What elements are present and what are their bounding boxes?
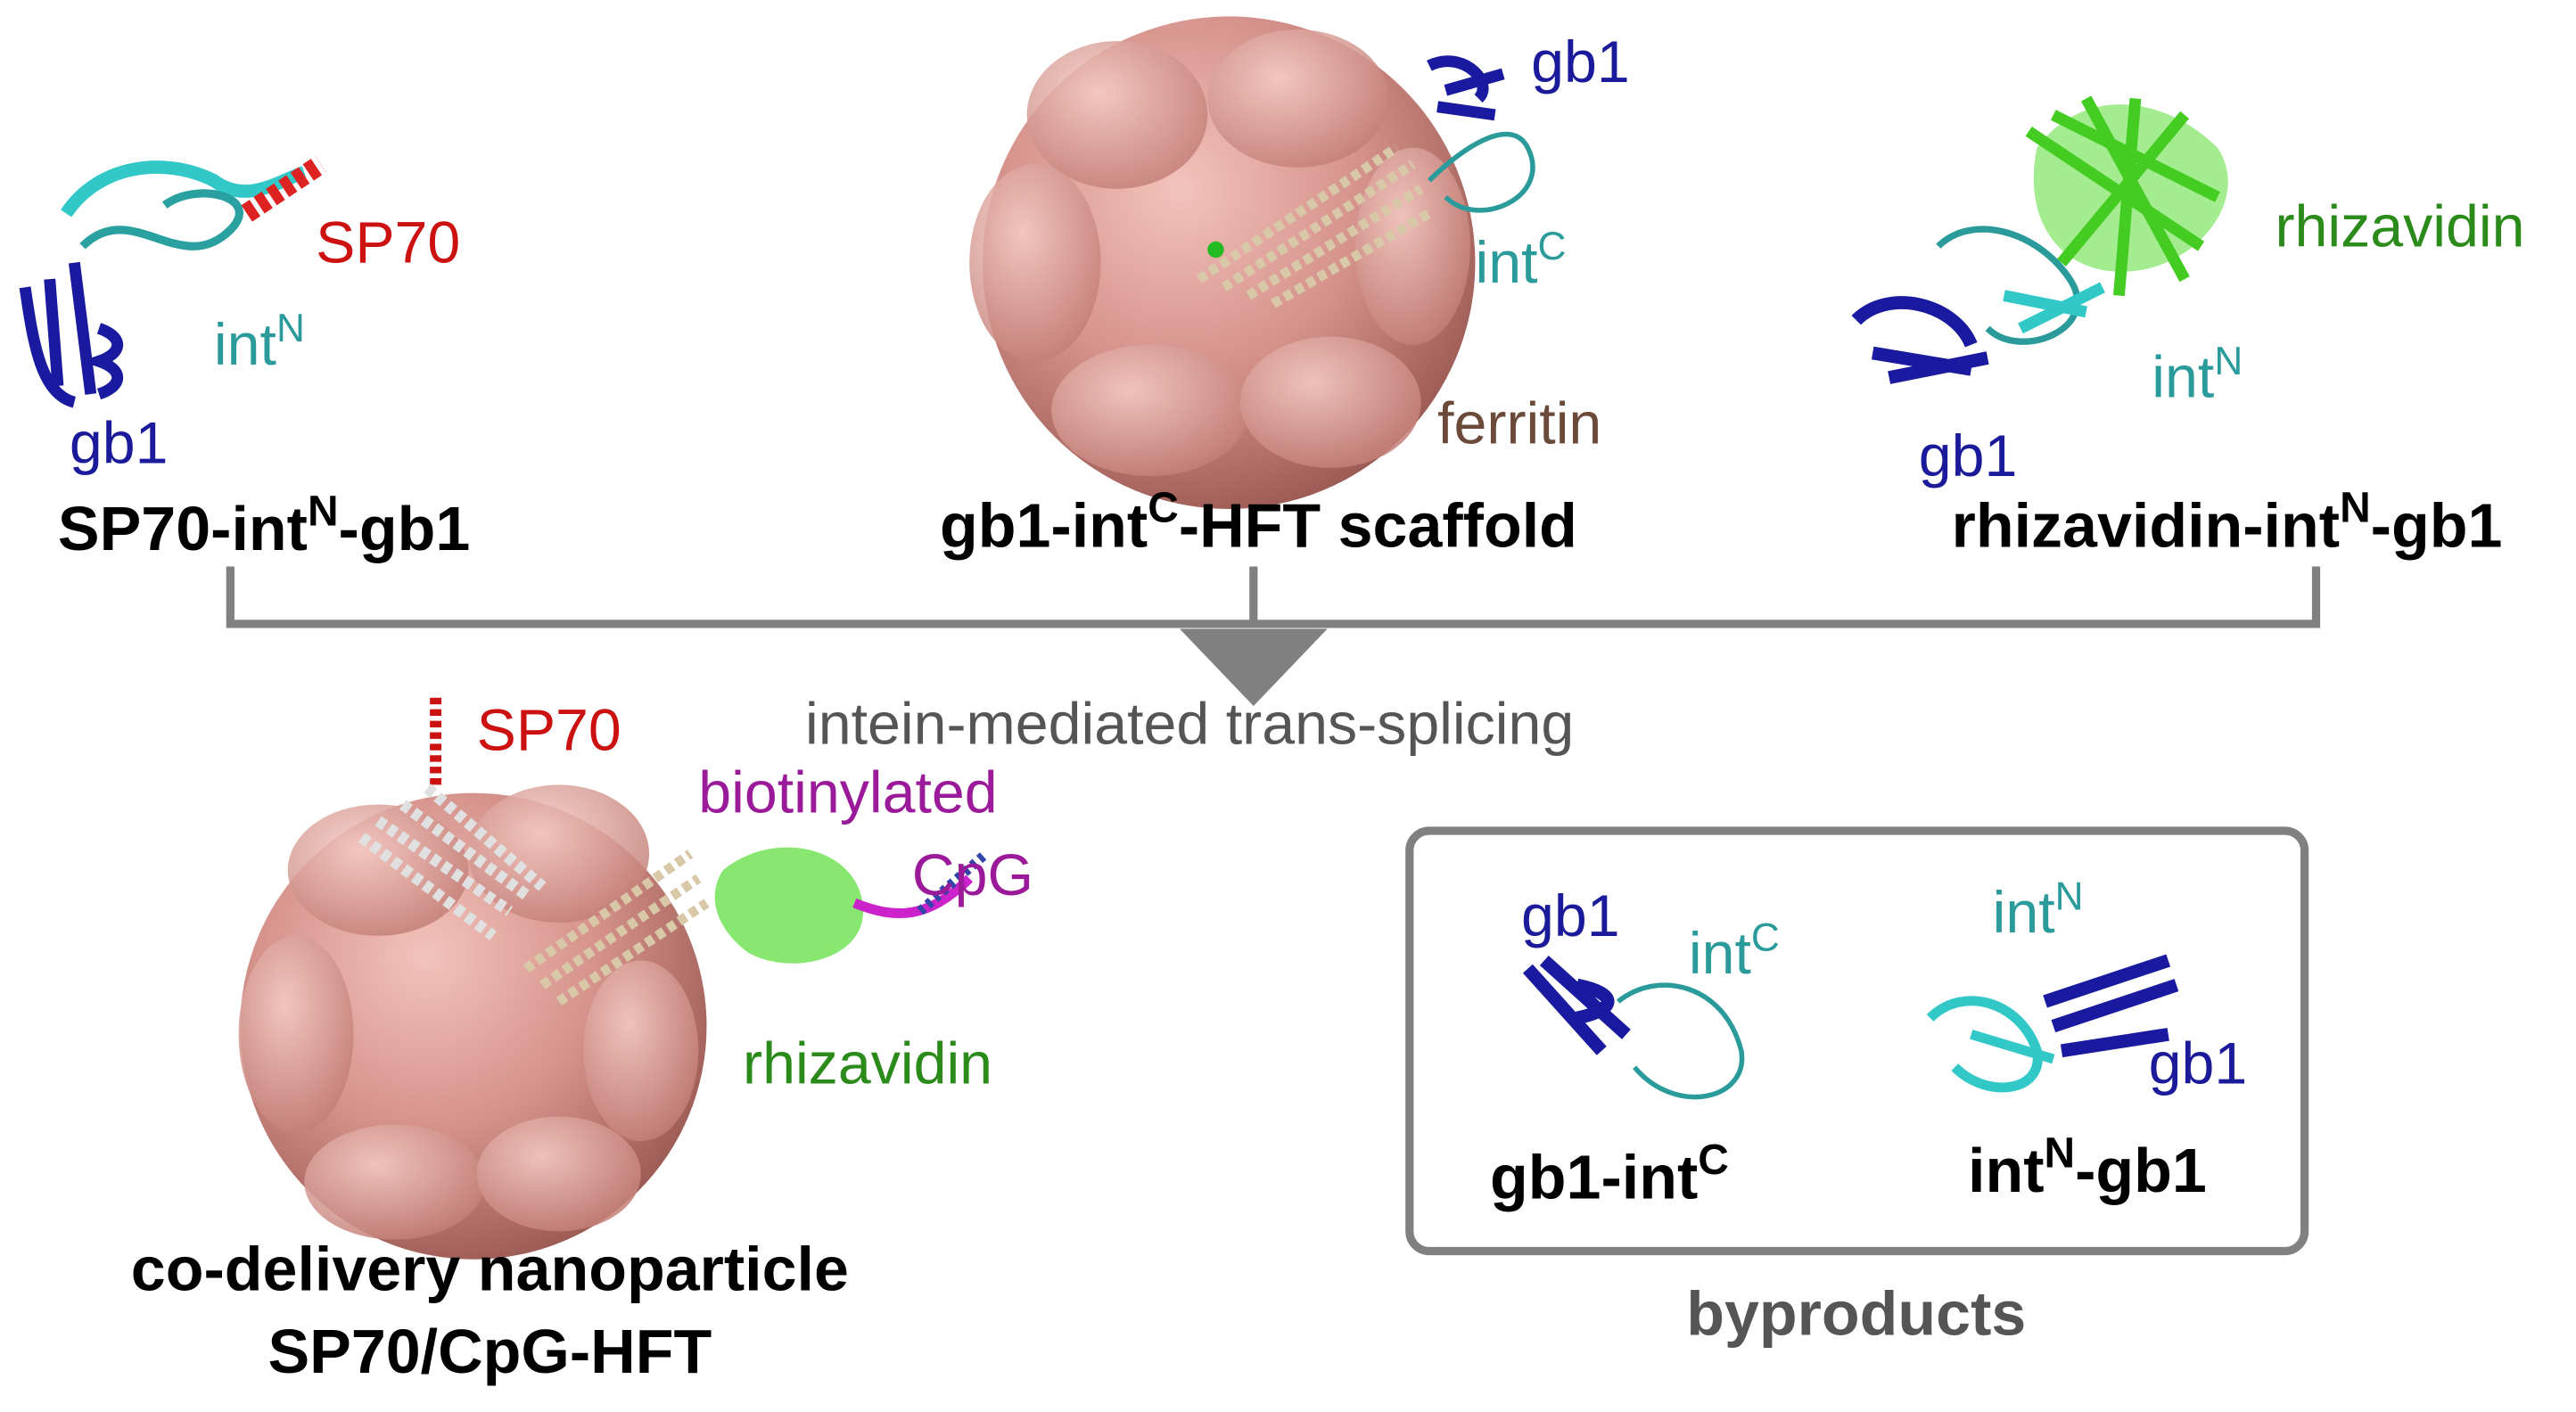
cpg-dna xyxy=(852,874,974,919)
scaffold-gb1-label: gb1 xyxy=(1531,29,1630,95)
product-title-line1: co-delivery nanoparticle xyxy=(131,1235,849,1304)
byproduct1-gb1-label: gb1 xyxy=(1521,883,1620,949)
intein-n-ribbon xyxy=(61,160,307,218)
byproducts-box xyxy=(1405,826,2309,1256)
gb1-intc-structure xyxy=(1522,956,1745,1100)
ferritin-label: ferritin xyxy=(1437,390,1601,456)
scaffold-intc-label: intC xyxy=(1475,225,1566,296)
co-delivery-nanoparticle-structure xyxy=(238,697,990,1260)
sp70-construct-title: SP70-intN-gb1 xyxy=(58,488,470,563)
scaffold-title: gb1-intC-HFT scaffold xyxy=(940,485,1577,561)
intn-label: intN xyxy=(214,307,305,378)
product-rhizavidin-label: rhizavidin xyxy=(743,1031,992,1097)
byproduct2-gb1-label: gb1 xyxy=(2149,1031,2248,1097)
rhizavidin-intn-gb1-structure xyxy=(1851,95,2228,384)
sp70-intn-gb1-structure xyxy=(19,155,326,408)
product-sp70-label: SP70 xyxy=(477,698,621,764)
gb1-ribbon xyxy=(19,261,123,408)
ferritin-scaffold-structure xyxy=(969,16,1535,509)
rhizavidin-label: rhizavidin xyxy=(2275,193,2524,259)
intn-gb1-structure xyxy=(1926,954,2179,1093)
gb1-ribbon xyxy=(1427,55,1505,121)
byproduct1-title: gb1-intC xyxy=(1490,1137,1729,1212)
byproduct1-intc-label: intC xyxy=(1689,915,1780,987)
sp70-label: SP70 xyxy=(316,210,460,276)
byproducts-label: byproducts xyxy=(1686,1278,2026,1348)
gb1-ribbon xyxy=(1851,296,1989,384)
byproduct2-intn-label: intN xyxy=(1993,874,2084,946)
combine-bracket xyxy=(226,566,2321,628)
reaction-arrow xyxy=(1179,628,1328,706)
byproduct2-title: intN-gb1 xyxy=(1968,1130,2207,1206)
cpg-label: CpG xyxy=(912,842,1033,908)
rhizavidin-ribbon xyxy=(714,847,864,964)
rhizavidin-gb1-label: gb1 xyxy=(1919,423,2018,489)
rhizavidin-intn-label: intN xyxy=(2152,340,2243,411)
biotinylated-label: biotinylated xyxy=(698,760,997,826)
rhizavidin-construct-title: rhizavidin-intN-gb1 xyxy=(1952,485,2503,561)
product-title-line2: SP70/CpG-HFT xyxy=(267,1317,712,1386)
gb1-label: gb1 xyxy=(70,410,169,476)
intein-c-ribbon xyxy=(1427,131,1535,213)
intein-n-ribbon xyxy=(1936,226,2081,345)
sp70-helix xyxy=(241,155,326,222)
reaction-label: intein-mediated trans-splicing xyxy=(805,691,1574,757)
